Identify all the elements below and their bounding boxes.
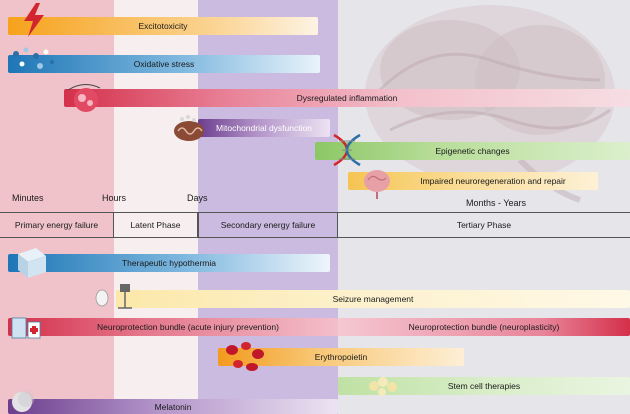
oxidative-stress-label: Oxidative stress xyxy=(133,59,195,69)
melatonin-label: Melatonin xyxy=(154,401,192,412)
phase-secondary-energy-failure: Secondary energy failure xyxy=(198,212,338,238)
lightning-bolt-icon xyxy=(24,3,44,37)
moon-icon xyxy=(12,391,34,412)
phase-tertiary: Tertiary Phase xyxy=(338,212,630,238)
neuroprotection-bundle-plasticity-bar: Neuroprotection bundle (neuroplasticity) xyxy=(338,318,630,336)
medical-kit-icon xyxy=(11,317,41,339)
ice-cube-icon xyxy=(18,248,46,278)
impaired-neuroregeneration-label: Impaired neuroregeneration and repair xyxy=(420,176,566,186)
eeg-monitor-icon xyxy=(95,284,132,309)
mitochondrial-dysfunction-bar: Mitochondrial dysfunction xyxy=(198,119,330,137)
stem-cell-therapies-bar: Stem cell therapies xyxy=(338,377,630,395)
seizure-management-label: Seizure management xyxy=(332,294,414,304)
stem-cell-cluster-icon xyxy=(369,377,397,396)
phase-secondary-label: Secondary energy failure xyxy=(220,220,316,230)
red-blood-cells-icon xyxy=(226,342,264,371)
therapeutic-hypothermia-bar: Therapeutic hypothermia xyxy=(8,254,330,272)
erythropoietin-bar: Erythropoietin xyxy=(218,348,464,366)
oxidative-stress-bar: Oxidative stress xyxy=(8,55,320,73)
seizure-management-bar: Seizure management xyxy=(116,290,630,308)
neuron-brain-icon xyxy=(364,170,390,199)
impaired-neuroregeneration-bar: Impaired neuroregeneration and repair xyxy=(348,172,598,190)
time-label-days: Days xyxy=(187,193,208,203)
stem-cell-therapies-label: Stem cell therapies xyxy=(447,381,521,391)
time-label-months-years: Months - Years xyxy=(466,198,527,208)
time-label-hours: Hours xyxy=(102,193,127,203)
inflammatory-cell-icon xyxy=(67,84,101,112)
dysregulated-inflammation-label: Dysregulated inflammation xyxy=(296,93,398,103)
phase-tertiary-label: Tertiary Phase xyxy=(456,220,512,230)
phase-row-border xyxy=(0,212,630,238)
neuroprotection-bundle-plasticity-label: Neuroprotection bundle (neuroplasticity) xyxy=(408,322,560,332)
therapeutic-hypothermia-label: Therapeutic hypothermia xyxy=(121,258,217,268)
phase-latent: Latent Phase xyxy=(114,212,198,238)
erythropoietin-label: Erythropoietin xyxy=(314,352,368,362)
excitotoxicity-bar: Excitotoxicity xyxy=(8,17,318,35)
dna-helix-icon xyxy=(333,133,361,167)
melatonin-bar: Melatonin xyxy=(8,399,338,414)
dysregulated-inflammation-bar: Dysregulated inflammation xyxy=(64,89,630,107)
epigenetic-changes-bar: Epigenetic changes xyxy=(315,142,630,160)
epigenetic-changes-label: Epigenetic changes xyxy=(435,146,510,156)
neuroprotection-bundle-acute-bar: Neuroprotection bundle (acute injury pre… xyxy=(8,318,338,336)
molecule-cluster-icon xyxy=(13,47,54,69)
neuroprotection-bundle-acute-label: Neuroprotection bundle (acute injury pre… xyxy=(97,322,279,332)
mitochondria-icon xyxy=(174,115,204,141)
phase-primary-label: Primary energy failure xyxy=(14,220,99,230)
mitochondrial-dysfunction-label: Mitochondrial dysfunction xyxy=(216,123,312,133)
time-label-minutes: Minutes xyxy=(12,193,44,203)
excitotoxicity-label: Excitotoxicity xyxy=(138,21,188,31)
phase-primary-energy-failure: Primary energy failure xyxy=(0,212,114,238)
phase-latent-label: Latent Phase xyxy=(130,220,181,230)
